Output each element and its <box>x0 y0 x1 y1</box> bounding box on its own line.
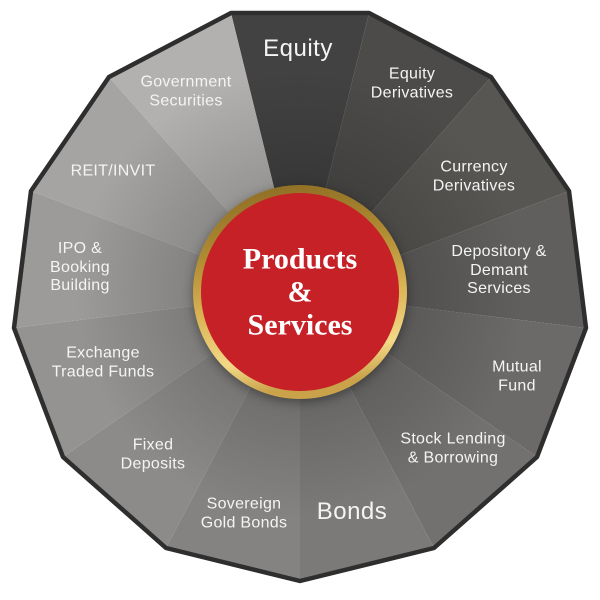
wheel-outline <box>11 10 589 584</box>
center-medallion <box>193 185 407 399</box>
red-center-circle <box>201 193 399 391</box>
